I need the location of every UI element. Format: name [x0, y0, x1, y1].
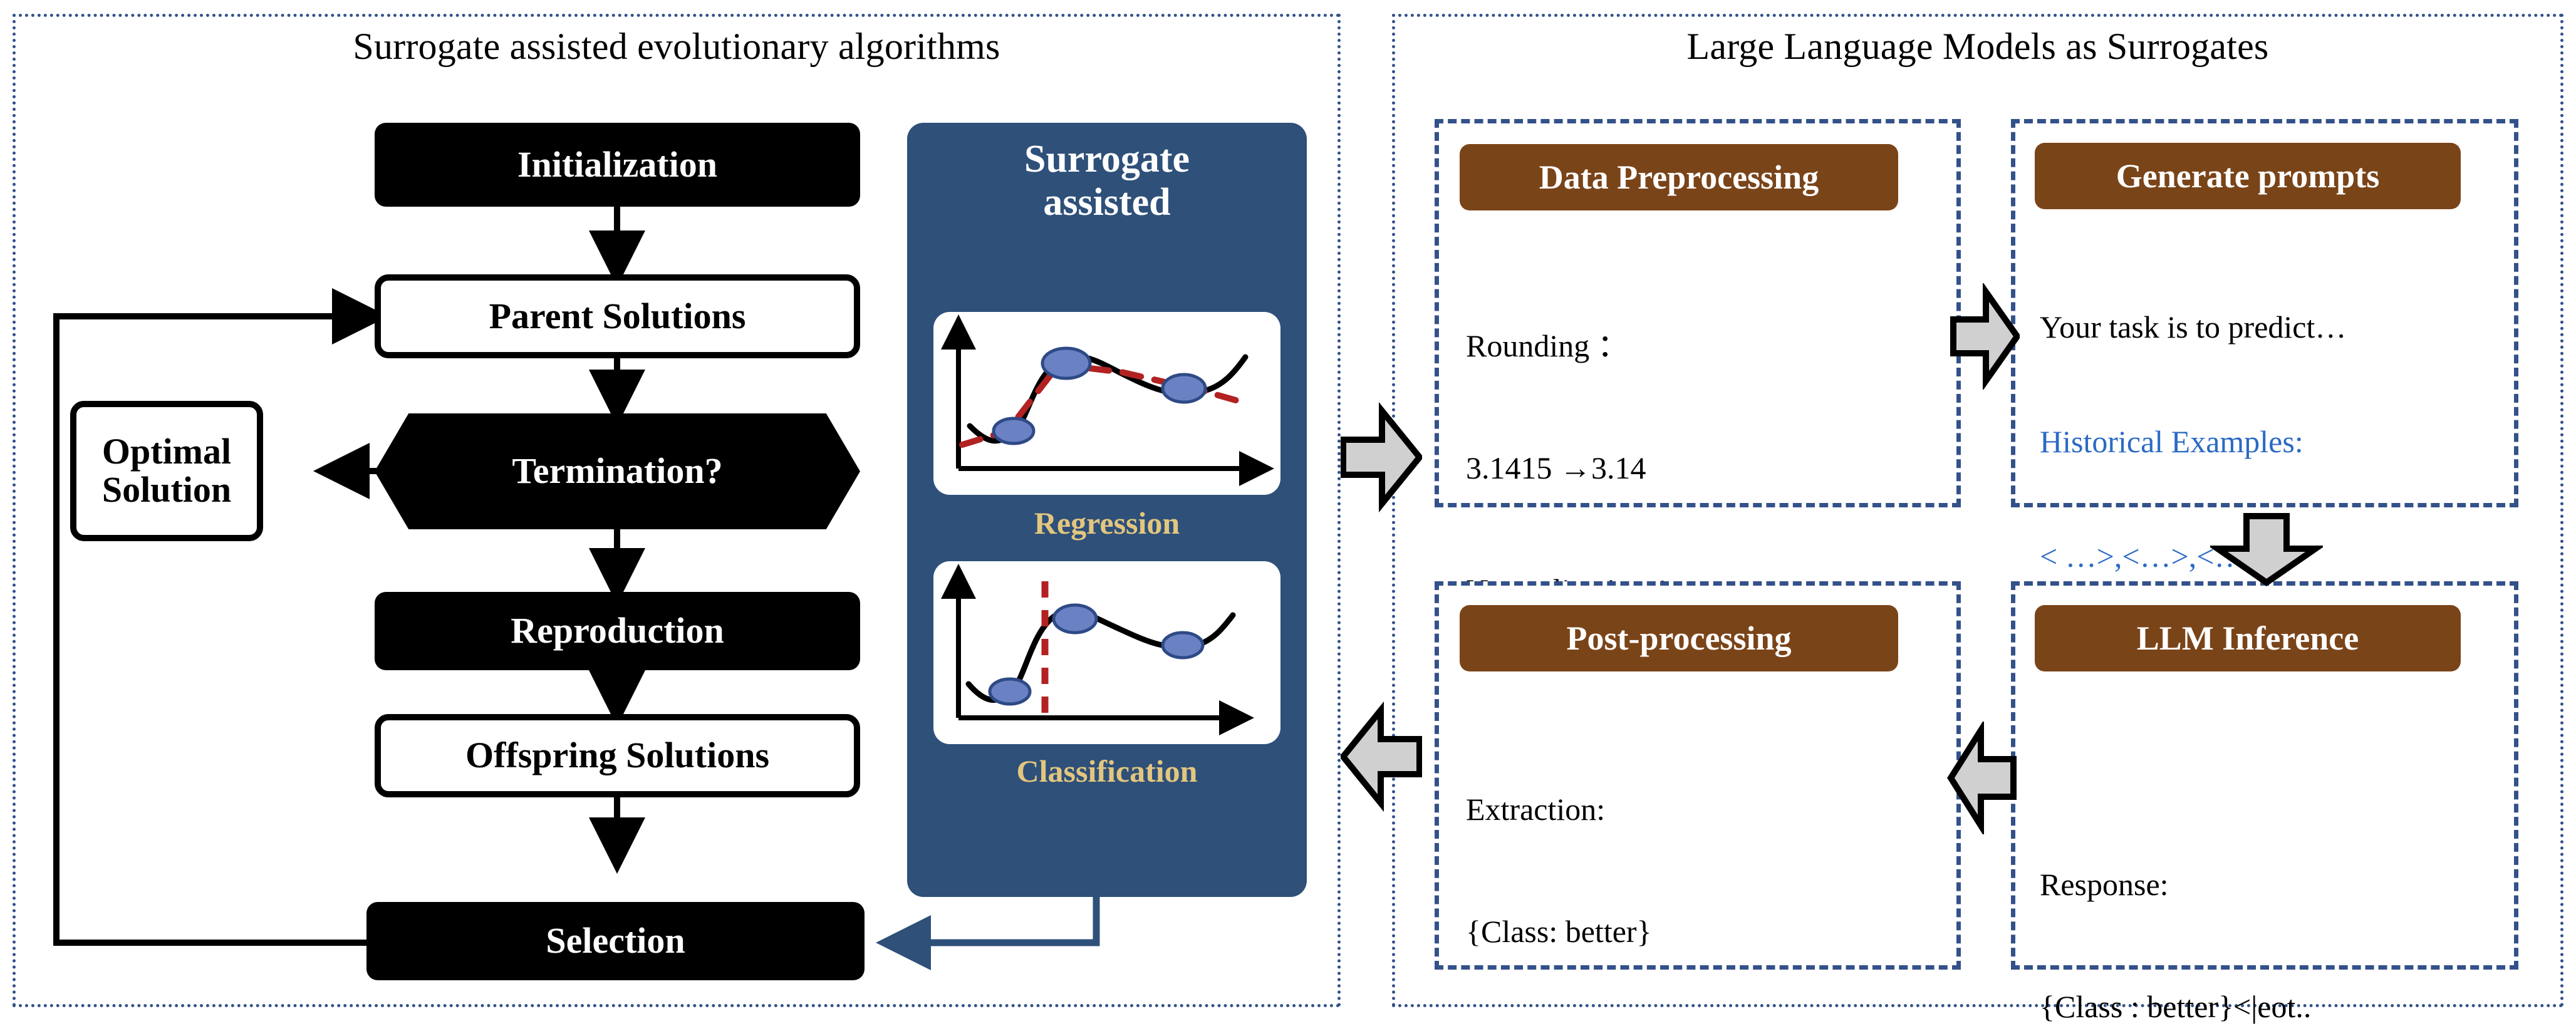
- body-line: Rounding ：: [1466, 328, 1629, 363]
- stage-header-llm-inference: LLM Inference: [2035, 605, 2461, 671]
- flow-node-parent-solutions[interactable]: Parent Solutions: [375, 274, 860, 358]
- block-arrow-llm-to-postprocessing: [1947, 722, 2017, 834]
- right-panel-title: Large Language Models as Surrogates: [1686, 26, 2269, 67]
- surrogate-assisted-card: Surrogate assisted Regression: [907, 123, 1307, 897]
- classification-chart: [933, 561, 1280, 744]
- stage-header-data-preprocessing: Data Preprocessing: [1460, 144, 1898, 210]
- regression-chart: [933, 312, 1280, 495]
- stage-body-llm-inference: Response: {Class : better}<|eot..: [2040, 783, 2516, 1031]
- body-line: {Class : better}<|eot..: [2040, 989, 2312, 1024]
- body-line: Response:: [2040, 867, 2169, 902]
- body-line: {Class: better}: [1466, 914, 1652, 949]
- flow-node-selection[interactable]: Selection: [366, 902, 865, 980]
- stage-header-generate-prompts: Generate prompts: [2035, 143, 2461, 209]
- right-panel: [1392, 14, 2563, 1007]
- sample-point: [988, 677, 1032, 706]
- block-arrow-left-to-flowchart: [1341, 701, 1422, 812]
- sample-point: [1041, 346, 1092, 380]
- flow-node-initialization[interactable]: Initialization: [375, 123, 860, 207]
- regression-chart-svg: [941, 314, 1274, 486]
- regression-caption: Regression: [1034, 505, 1180, 541]
- sample-point: [992, 417, 1036, 445]
- block-arrow-preprocessing-to-prompts: [1950, 283, 2020, 390]
- classification-caption: Classification: [1016, 754, 1198, 789]
- left-panel: [13, 14, 1341, 1007]
- flow-node-reproduction[interactable]: Reproduction: [375, 592, 860, 670]
- body-line: 3.1415 →3.14: [1466, 450, 1646, 485]
- block-arrow-prompts-to-llm: [2210, 513, 2323, 586]
- sample-point: [1161, 631, 1205, 660]
- stage-header-post-processing: Post-processing: [1460, 605, 1898, 671]
- stage-body-post-processing: Extraction: {Class: better} Transformati…: [1466, 708, 1948, 1031]
- surrogate-card-title: Surrogate assisted: [1024, 138, 1190, 224]
- flow-node-termination[interactable]: Termination?: [375, 413, 860, 529]
- body-line: Your task is to predict…: [2040, 309, 2347, 345]
- body-line: Historical Examples:: [2040, 424, 2303, 459]
- sample-point: [1161, 373, 1207, 404]
- block-arrow-right-to-preprocessing: [1341, 402, 1422, 513]
- flow-node-offspring-solutions[interactable]: Offspring Solutions: [375, 714, 860, 797]
- left-panel-title: Surrogate assisted evolutionary algorith…: [353, 26, 1000, 67]
- body-line: Extraction:: [1466, 792, 1606, 827]
- classification-chart-svg: [941, 564, 1254, 735]
- body-line: < …>,<…>,<…>: [2040, 539, 2263, 574]
- flow-node-optimal-solution[interactable]: Optimal Solution: [70, 401, 263, 541]
- sample-point: [1052, 603, 1098, 635]
